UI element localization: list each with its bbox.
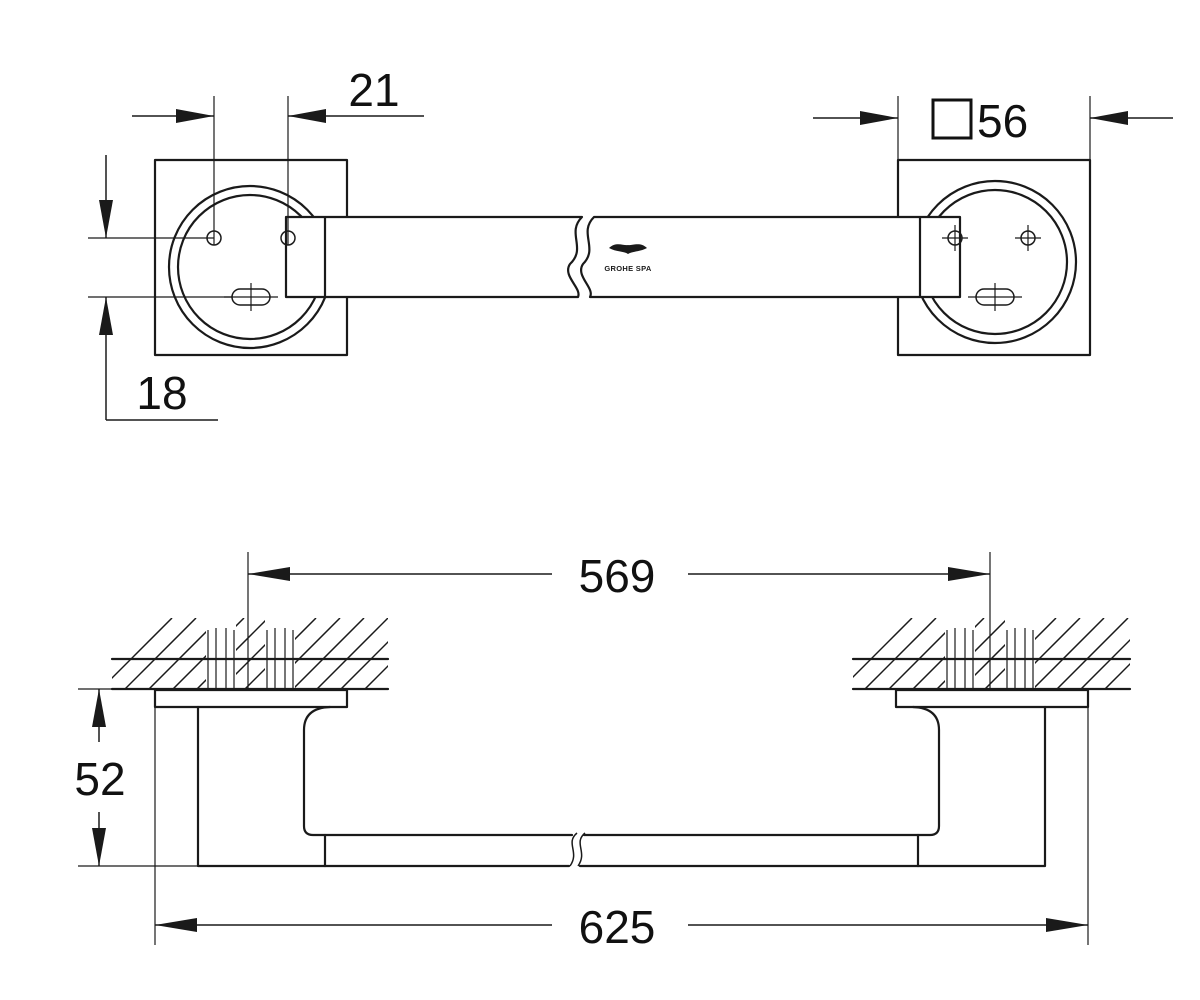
dimension-21: 21 — [132, 64, 424, 245]
left-post-inner — [302, 705, 574, 837]
dimension-569: 569 — [247, 550, 991, 690]
right-post-inner — [582, 705, 941, 837]
bar-right-segment — [580, 215, 962, 299]
brand-logo: GROHE SPA — [604, 244, 652, 273]
logo-text: GROHE SPA — [604, 264, 651, 273]
dimension-56: 56 — [813, 95, 1173, 160]
dimension-label-18: 18 — [136, 367, 187, 419]
square-outline-icon — [931, 98, 973, 140]
right-bracket — [578, 688, 1090, 868]
left-wall — [110, 618, 390, 691]
dimension-label-625: 625 — [579, 901, 656, 953]
grohe-logo-icon — [609, 244, 647, 254]
dimension-label-56: 56 — [977, 95, 1028, 147]
dimension-52: 52 — [74, 688, 198, 867]
dimension-18: 18 — [88, 155, 232, 421]
bar-left-segment — [284, 215, 584, 299]
top-view: GROHE SPA 21 18 — [88, 64, 1173, 421]
right-mounting-plate — [894, 688, 1090, 709]
dimension-label-569: 569 — [579, 550, 656, 602]
dimension-label-52: 52 — [74, 753, 125, 805]
left-post-outer — [196, 705, 327, 868]
right-wall — [851, 618, 1132, 691]
dimension-label-21: 21 — [348, 64, 399, 116]
dimension-625: 625 — [154, 707, 1089, 953]
left-mounting-holes — [206, 230, 296, 311]
bar-top — [284, 215, 962, 299]
left-bracket — [153, 688, 586, 868]
right-mounting-holes — [942, 225, 1041, 311]
side-view: 569 52 625 — [74, 550, 1132, 953]
right-post-outer — [916, 705, 1047, 868]
left-mounting-plate — [153, 688, 349, 709]
